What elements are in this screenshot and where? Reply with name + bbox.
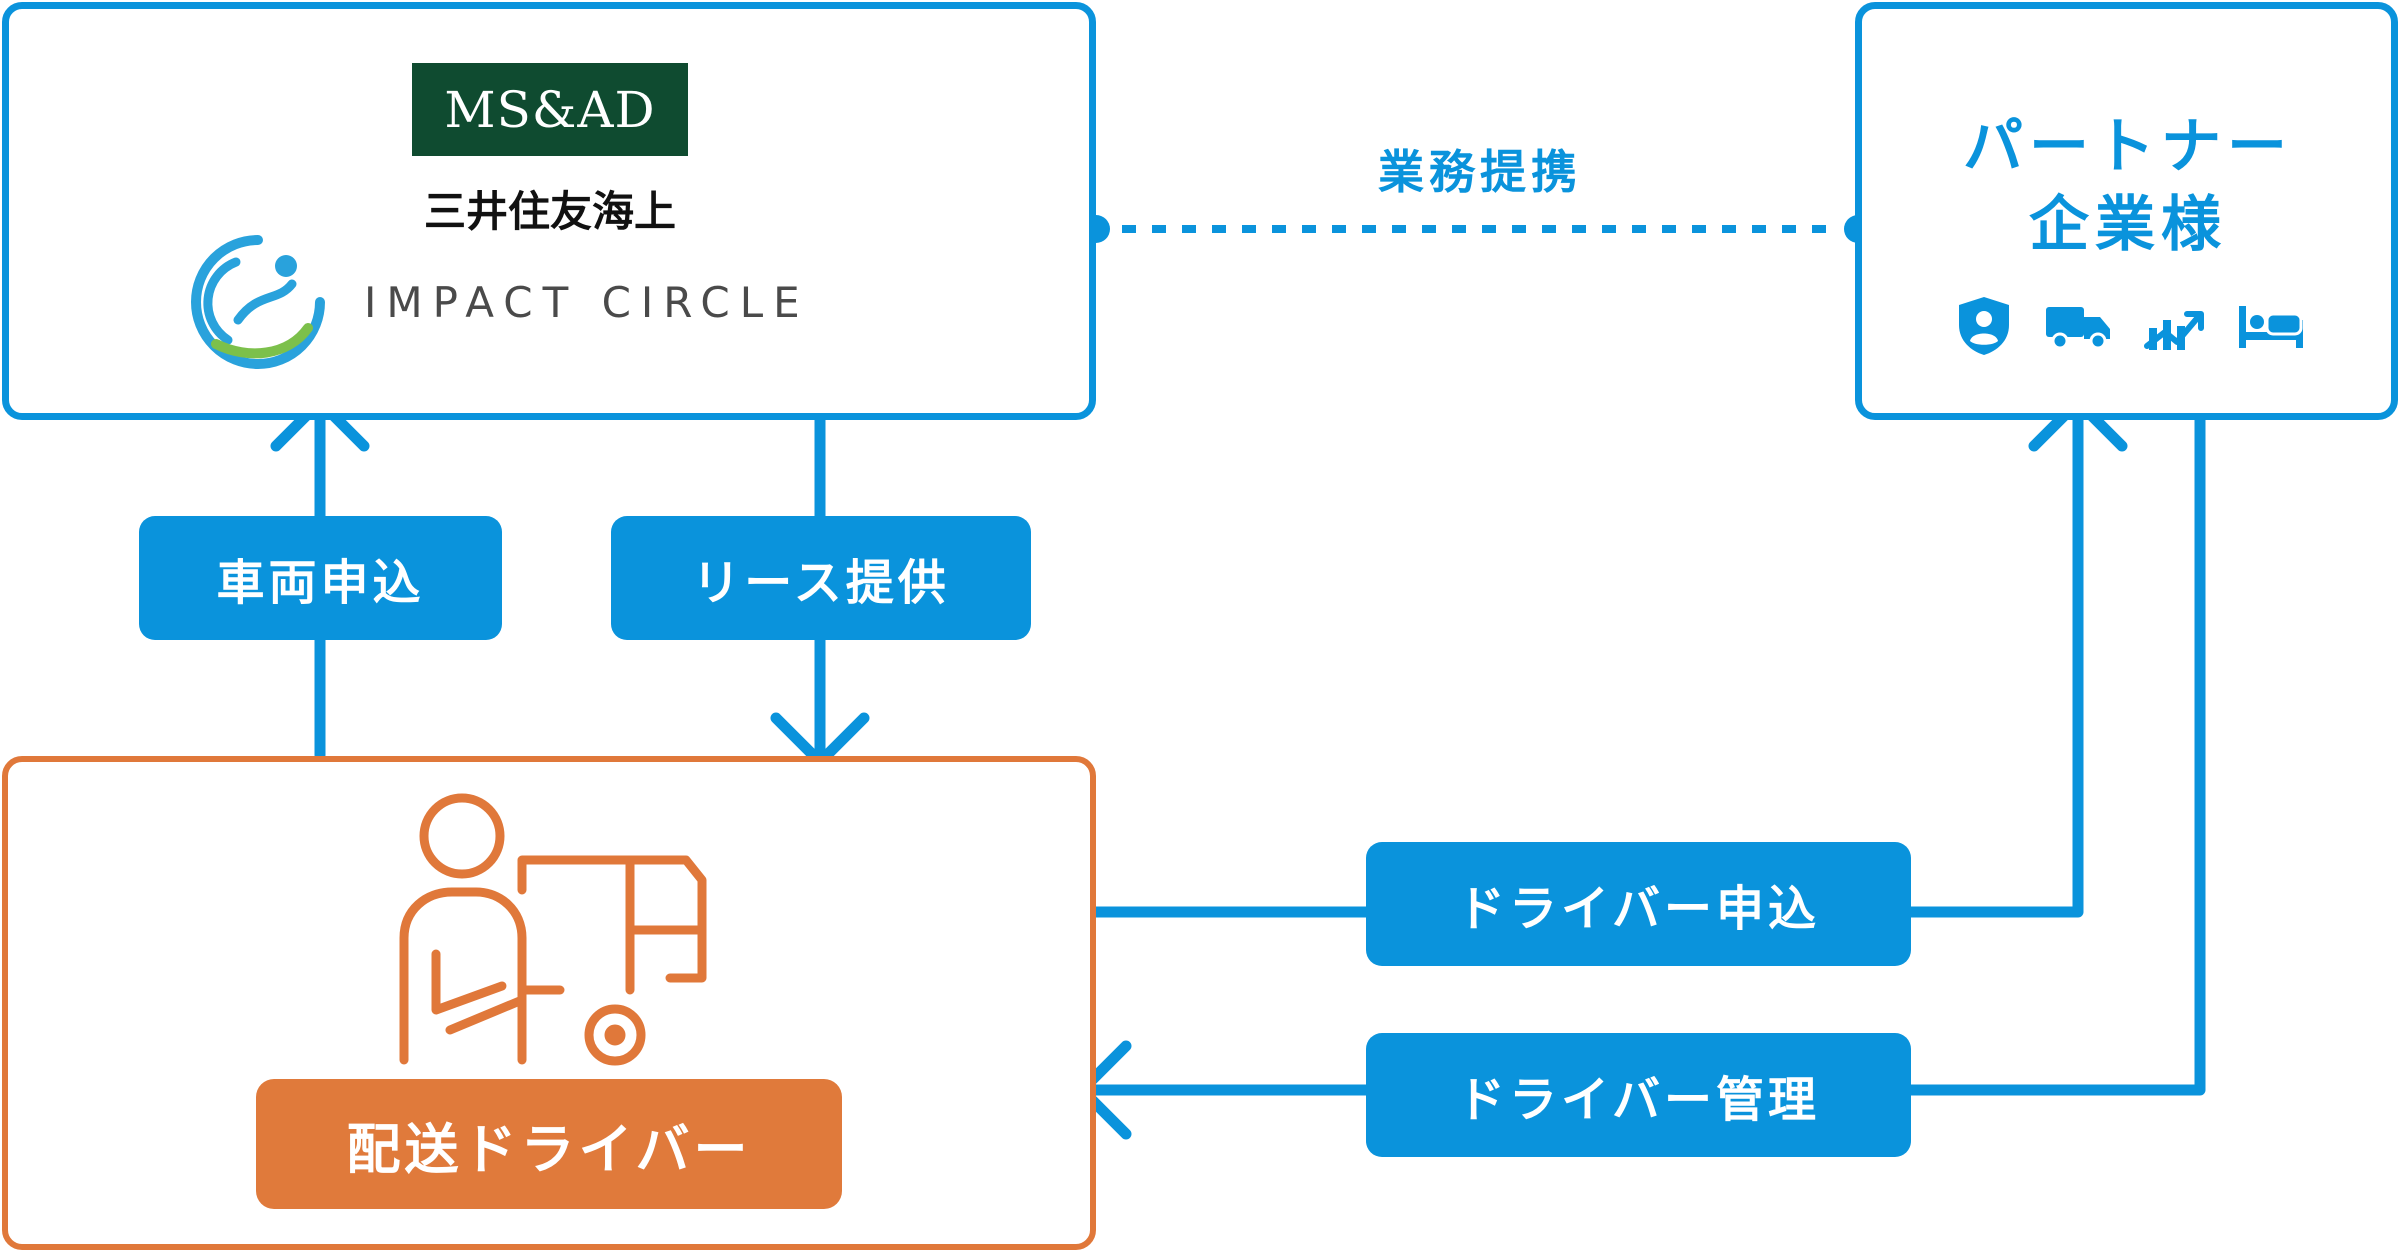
shield-user-icon (1959, 297, 2009, 355)
driver-label: 配送ドライバー (256, 1079, 842, 1209)
msad-logo: MS&AD (412, 63, 688, 156)
driver-management-label: ドライバー管理 (1366, 1033, 1911, 1157)
bed-icon (2239, 306, 2303, 348)
driver-management-arrow-line (1076, 412, 2206, 1096)
partner-box (1855, 2, 2398, 420)
vehicle-application-label: 車両申込 (139, 516, 502, 640)
alliance-label: 業務提携 (1378, 145, 1582, 199)
growth-chart-icon (2144, 311, 2204, 350)
driver-application-arrow-line (1086, 396, 2084, 918)
program-name: IMPACT CIRCLE (364, 278, 810, 327)
partner-title-line1: パートナー (1963, 112, 2293, 182)
partner-title-line2: 企業様 (2029, 190, 2227, 260)
driver-with-truck-icon (399, 793, 707, 1066)
lease-provision-label: リース提供 (611, 516, 1031, 640)
company-name: 三井住友海上 (423, 187, 676, 236)
impact-circle-logo-icon (191, 235, 325, 369)
partner-title: パートナー 企業様 (1858, 108, 2398, 264)
driver-application-label: ドライバー申込 (1366, 842, 1911, 966)
truck-icon (2046, 307, 2110, 350)
